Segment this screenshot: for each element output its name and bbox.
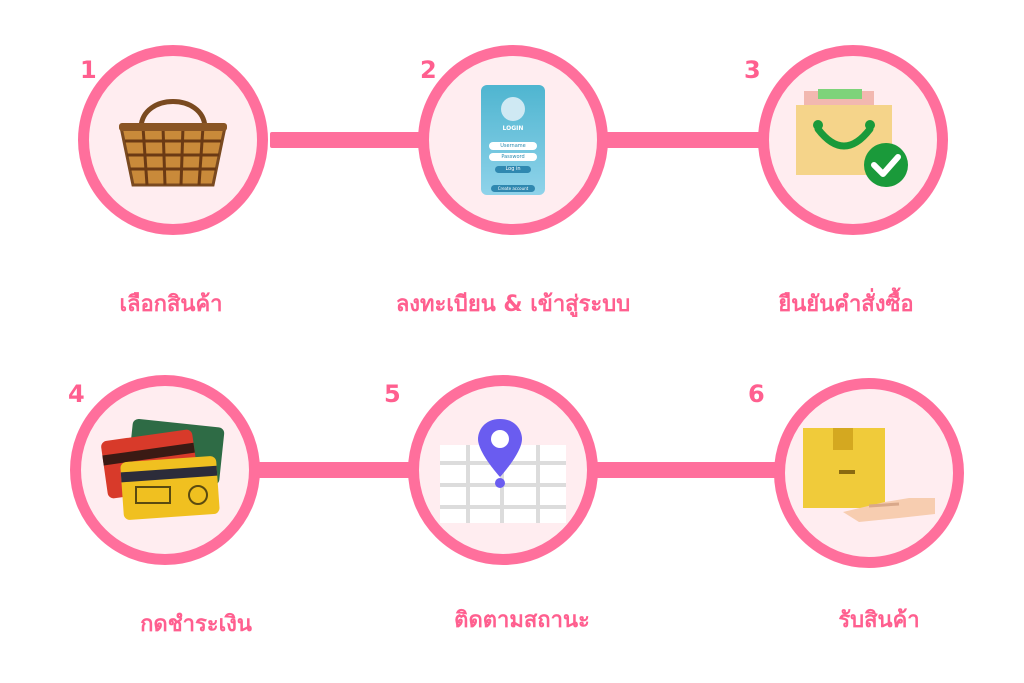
step-label: รับสินค้า (838, 608, 920, 633)
step-circle (758, 45, 948, 235)
step-number: 3 (744, 56, 761, 84)
step-circle (408, 375, 598, 565)
basket-icon (113, 85, 233, 195)
step-number: 2 (420, 56, 437, 84)
step-label: กดชำระเงิน (140, 612, 252, 637)
create-account-button: Create account (491, 185, 535, 192)
package-hand-icon (799, 418, 939, 528)
step-label: ยืนยันคำสั่งซื้อ (778, 292, 914, 317)
connector-1-2 (270, 132, 430, 148)
step-circle (774, 378, 964, 568)
step-number: 4 (68, 380, 85, 408)
step-number: 6 (748, 380, 765, 408)
login-button: Log in (495, 166, 531, 173)
login-title: LOGIN (502, 125, 524, 132)
step-label: ลงทะเบียน & เข้าสู่ระบบ (395, 292, 631, 317)
connector-5-6 (588, 462, 788, 478)
step-circle (78, 45, 268, 235)
username-field: Username (489, 142, 537, 150)
avatar-icon (501, 97, 525, 121)
connector-2-3 (600, 132, 770, 148)
step-number: 5 (384, 380, 401, 408)
step-number: 1 (80, 56, 97, 84)
connector-4-5 (258, 462, 418, 478)
login-phone-icon: LOGIN Username Password Log in Create ac… (481, 85, 545, 195)
step-label: ติดตามสถานะ (454, 608, 590, 633)
credit-cards-icon (100, 415, 230, 525)
map-pin-icon (438, 415, 568, 525)
step-circle: LOGIN Username Password Log in Create ac… (418, 45, 608, 235)
password-field: Password (489, 153, 537, 161)
step-circle (70, 375, 260, 565)
shopping-bag-check-icon (788, 85, 918, 195)
step-label: เลือกสินค้า (119, 292, 223, 317)
